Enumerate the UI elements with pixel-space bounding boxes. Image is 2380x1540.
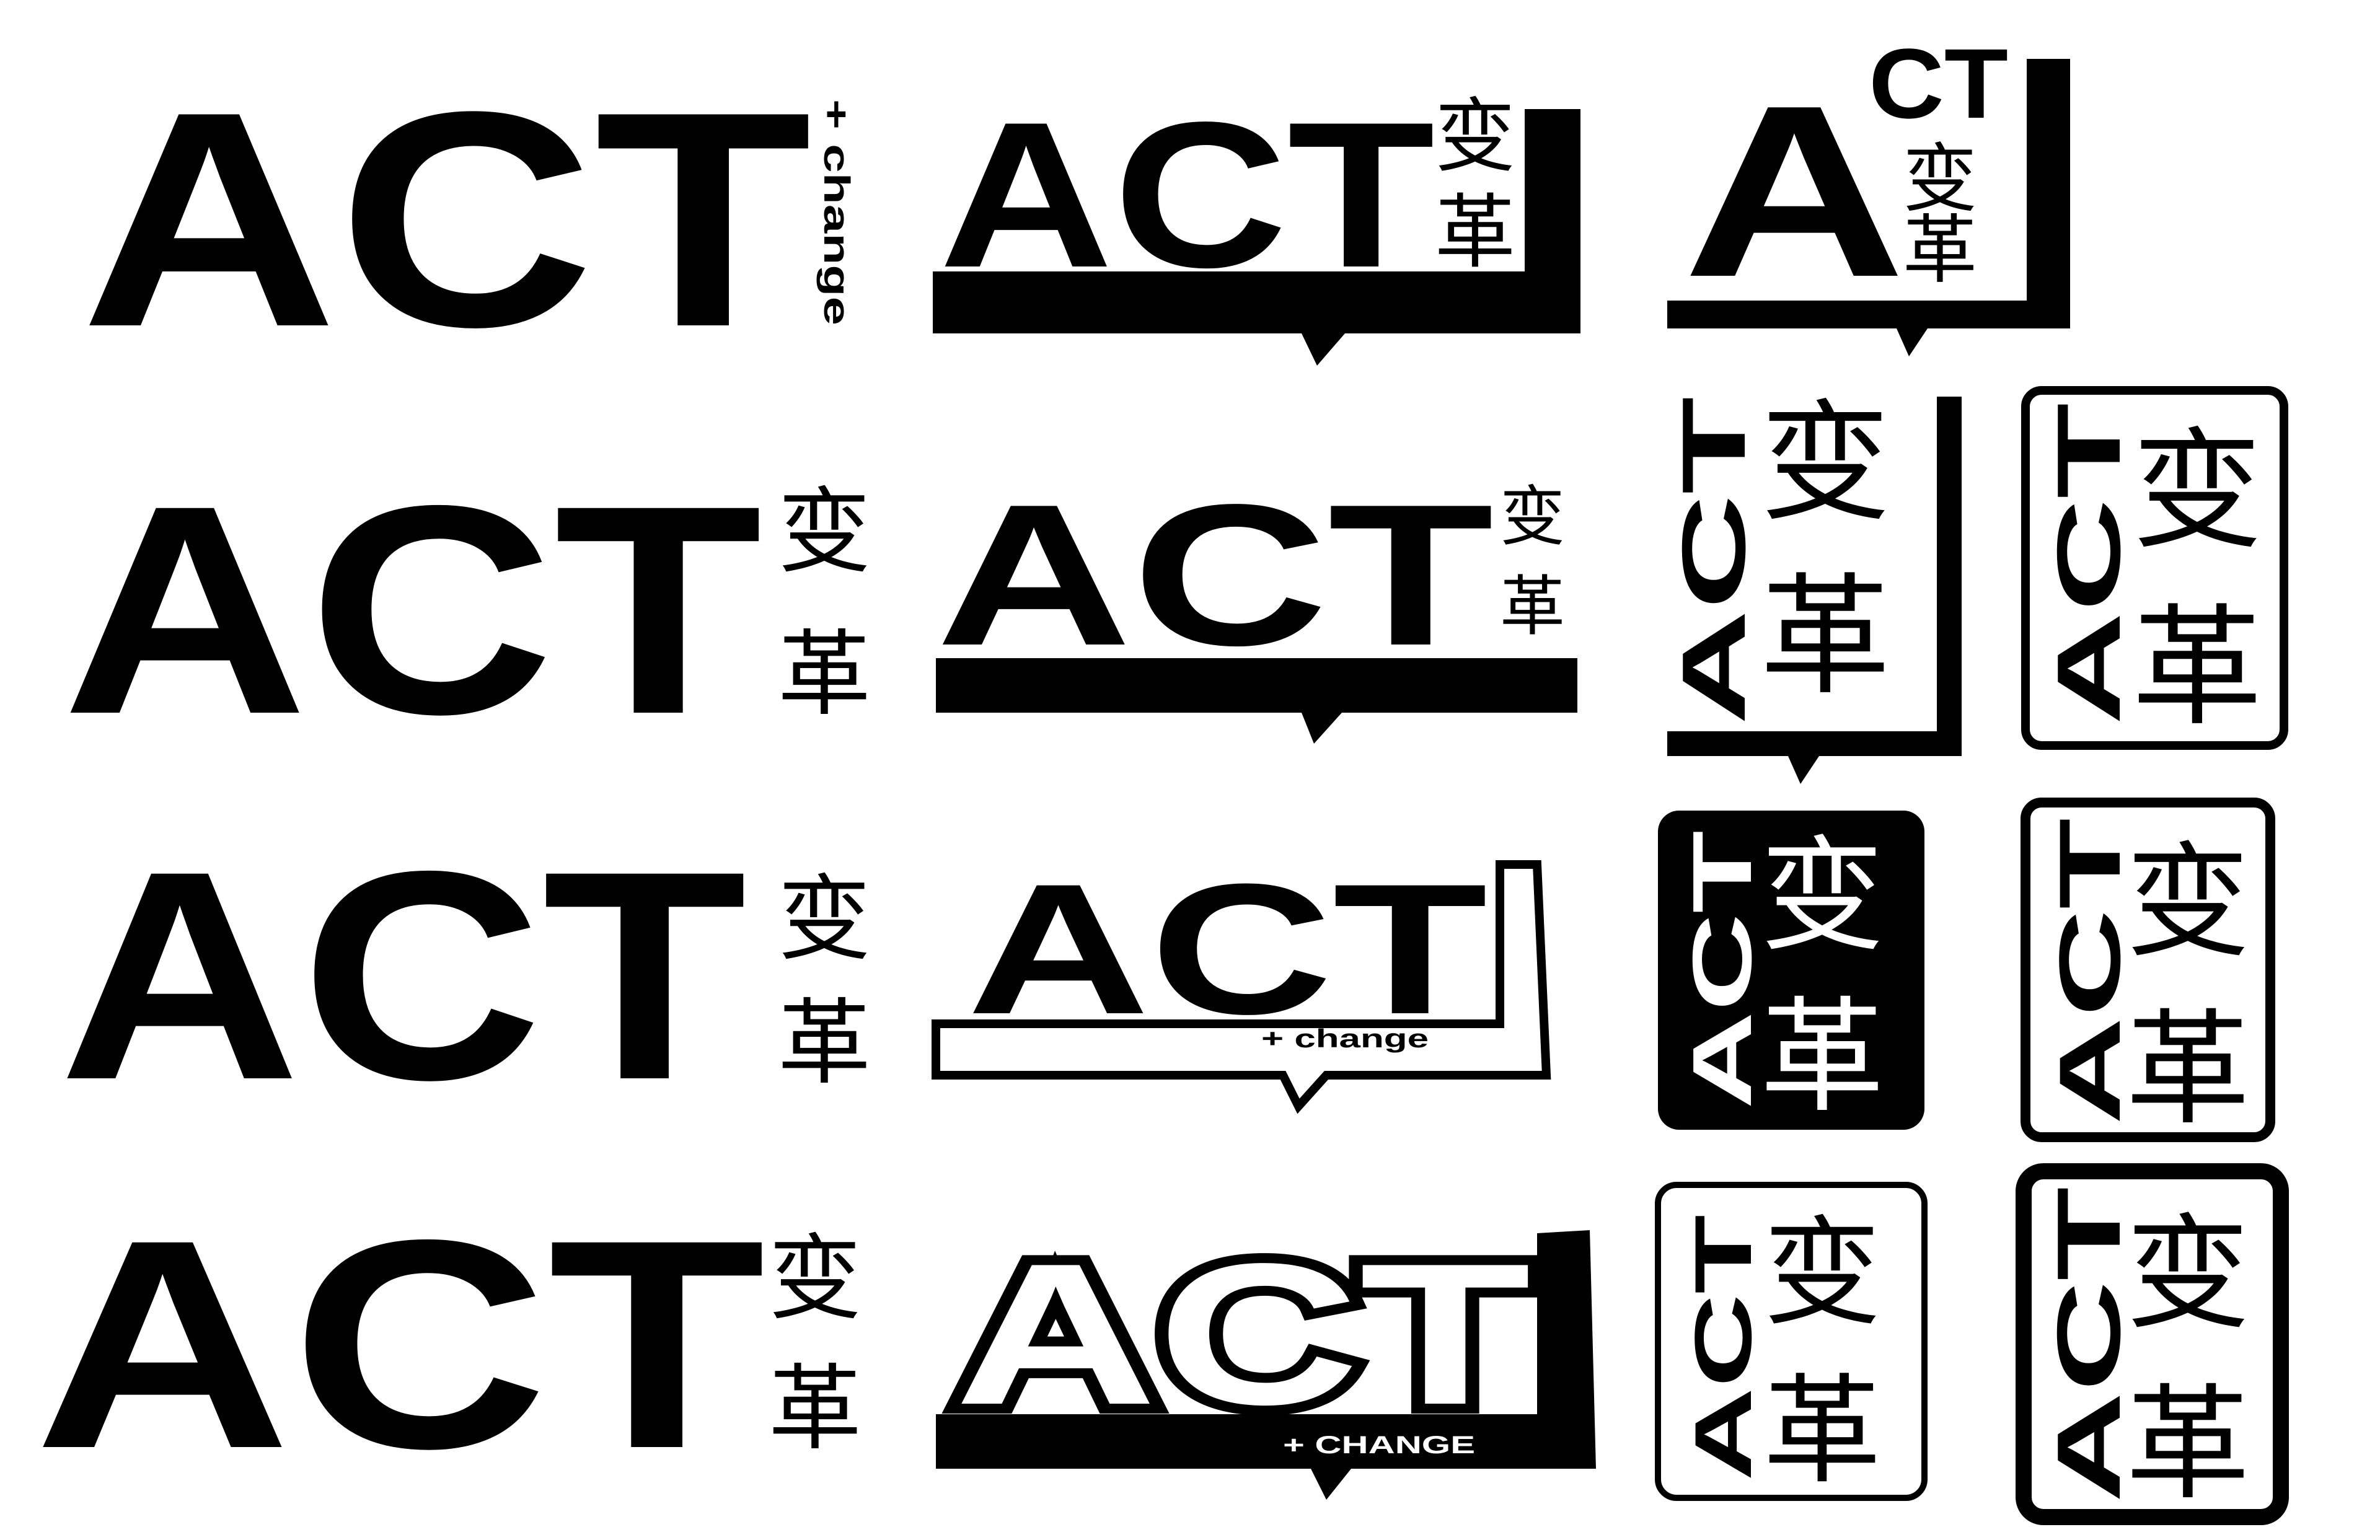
logo-wordmark: ACT xyxy=(81,48,812,390)
logo-kanji-top: 变 xyxy=(1760,824,1884,969)
logo-heavy-frame-tile-3: ACT 变 革 xyxy=(2016,1163,2289,1525)
logo-wordmark: ACT xyxy=(62,443,762,776)
logo-outline-tile: ACT 变 革 xyxy=(1655,1182,1928,1501)
logo-heavy-frame-tile-1: ACT 变 革 xyxy=(2021,386,2288,750)
logo-kanji-top: 变 xyxy=(2126,1202,2250,1347)
tile-frame xyxy=(2016,1163,2289,1525)
logo-kanji-bottom: 革 xyxy=(2126,998,2250,1142)
tile-outline xyxy=(1655,1182,1928,1501)
logo-kanji-top: 变 xyxy=(2126,830,2250,975)
logo-wordmark: ACT xyxy=(34,1177,765,1510)
logo-act-plus-change-vertical: ACT + change xyxy=(81,48,857,390)
logo-kanji-top: 变 xyxy=(778,866,871,974)
tile-frame xyxy=(2021,386,2288,750)
speech-bubble-bar xyxy=(936,658,1577,744)
logo-kanji-top: 变 xyxy=(778,478,871,586)
logo-wordmark-vertical: ACT xyxy=(2038,1187,2139,1503)
logo-kanji-bottom: 革 xyxy=(778,621,871,729)
logo-tagline: + change xyxy=(1261,1024,1429,1053)
logo-kanji-top: 变 xyxy=(1435,89,1515,183)
logo-kanji-bottom: 革 xyxy=(2126,1373,2250,1517)
logo-wordmark: ACT xyxy=(939,79,1435,310)
logo-tagline: + CHANGE xyxy=(1283,1432,1475,1459)
logo-kanji-bottom: 革 xyxy=(1763,1363,1881,1500)
logo-kanji-bottom: 革 xyxy=(778,990,871,1098)
tile-frame xyxy=(2021,798,2275,1142)
logo-kanji-top: 变 xyxy=(1763,1205,1881,1342)
speech-bubble-frame xyxy=(1667,59,2070,356)
logo-kanji-top: 变 xyxy=(769,1225,862,1333)
logo-wordmark: ACT xyxy=(936,462,1494,687)
logo-kanji-bottom: 革 xyxy=(769,1355,862,1463)
logo-act-kanji-row-4: ACT 变 革 xyxy=(34,1177,862,1510)
tile-background xyxy=(1658,811,1924,1130)
logo-kanji-bottom: 革 xyxy=(1760,985,1884,1130)
logo-wordmark: ACT xyxy=(967,845,1488,1053)
logo-act-kanji-row-2: ACT 变 革 xyxy=(62,443,871,776)
logo-outline-act-plus-change-upper: ACT + CHANGE xyxy=(936,1212,1596,1500)
speech-bubble-frame xyxy=(936,1230,1596,1500)
logo-wordmark-outline: ACT xyxy=(954,1221,1531,1446)
speech-bubble-frame xyxy=(933,109,1580,366)
logo-speech-bubble-act-kanji: ACT 变 革 xyxy=(933,79,1580,366)
logo-act-kanji-row-3: ACT 变 革 xyxy=(59,809,871,1142)
logo-kanji-top: 变 xyxy=(1903,136,1977,222)
logo-kanji-top: 变 xyxy=(2132,415,2262,567)
logo-black-tile: ACT 变 革 xyxy=(1658,811,1924,1130)
logo-wordmark-vertical: ACT xyxy=(2038,403,2139,725)
logo-wordmark-vertical: ACT xyxy=(1678,1215,1768,1481)
logo-tagline: + change xyxy=(816,99,857,325)
logo-kanji-bottom: 革 xyxy=(1760,561,1890,713)
logo-letter-a: A xyxy=(1683,54,1906,328)
logo-kanji-bottom: 革 xyxy=(2132,592,2262,744)
logo-kanji-bottom: 革 xyxy=(1903,208,1977,294)
logo-stacked-a-ct-kanji: A CT 变 革 xyxy=(1667,28,2070,356)
logo-letters-ct: CT xyxy=(1869,28,2008,139)
logo-kanji-bottom: 革 xyxy=(1435,185,1515,279)
logo-outline-bubble-act-plus-change: ACT + change xyxy=(932,845,1551,1114)
logo-wordmark: ACT xyxy=(59,809,747,1142)
logo-underline-bubble-act-kanji: ACT 变 革 xyxy=(936,462,1577,744)
logo-rotated-act-kanji-bubble: ACT 变 革 xyxy=(1664,387,1962,784)
logo-wordmark-vertical: ACT xyxy=(1675,830,1769,1109)
logo-kanji-bottom: 革 xyxy=(1500,569,1565,645)
logo-wordmark-vertical: ACT xyxy=(1664,397,1764,725)
speech-bubble-outline xyxy=(932,860,1551,1114)
logo-wordmark-vertical: ACT xyxy=(2041,818,2138,1125)
logo-heavy-frame-tile-2: ACT 变 革 xyxy=(2021,798,2275,1142)
speech-bubble-frame xyxy=(1667,397,1962,784)
logo-kanji-top: 变 xyxy=(1760,387,1890,539)
logo-kanji-top: 变 xyxy=(1500,479,1565,555)
